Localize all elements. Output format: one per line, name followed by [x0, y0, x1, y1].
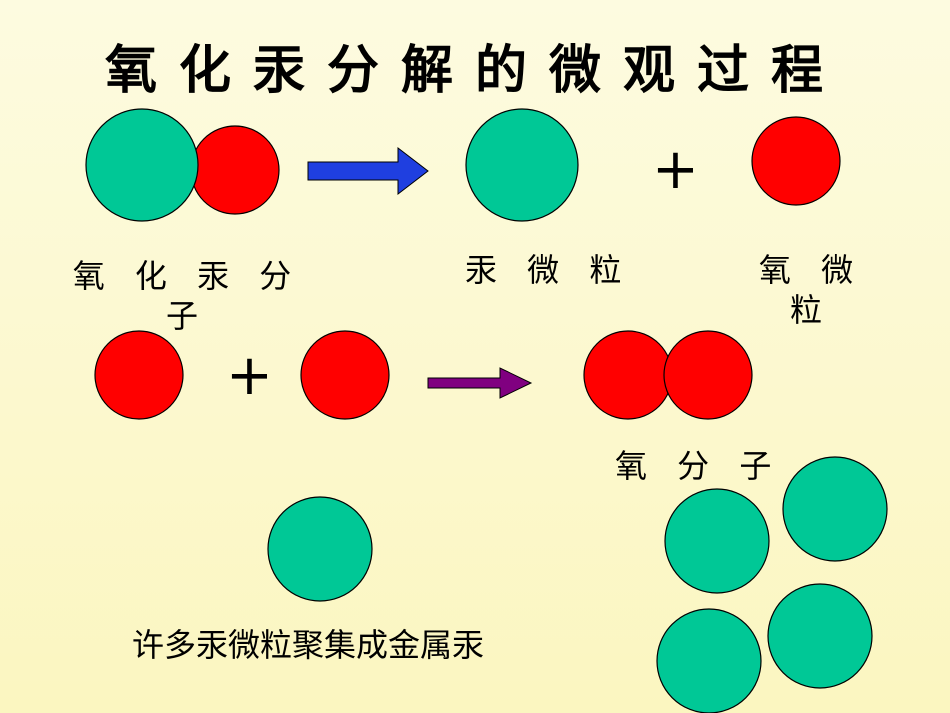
oxygen-particle	[751, 116, 841, 206]
plus-sign-top: +	[652, 137, 699, 202]
mercury-atom	[85, 108, 199, 222]
oxygen-molecule-atom-1	[583, 330, 673, 420]
oxygen-molecule-atom-2	[663, 330, 753, 420]
oxygen-atom	[190, 125, 280, 215]
reaction-arrow-icon	[307, 146, 429, 196]
mercury-cluster-particle-2	[664, 488, 770, 594]
mercury-particle-label: 汞 微 粒	[465, 251, 632, 289]
plus-sign-bottom: +	[226, 343, 273, 408]
oxygen-molecule-label: 氧 分 子	[615, 447, 782, 485]
mercury-cluster-particle-4	[656, 608, 762, 713]
oxygen-atom-left	[94, 330, 184, 420]
mercury-cluster-particle-1	[782, 456, 888, 562]
mercury-particle	[465, 108, 579, 222]
single-mercury-particle	[267, 496, 373, 602]
combine-arrow-icon	[427, 367, 533, 399]
oxygen-particle-label: 氧 微 粒	[758, 251, 864, 329]
oxygen-atom-right	[300, 330, 390, 420]
mercury-metal-caption: 许多汞微粒聚集成金属汞	[132, 626, 485, 664]
mercury-cluster-particle-3	[767, 583, 873, 689]
mercuric-oxide-molecule-label: 氧 化 汞 分 子	[72, 257, 302, 335]
page-title: 氧化汞分解的微观过程	[104, 41, 845, 101]
